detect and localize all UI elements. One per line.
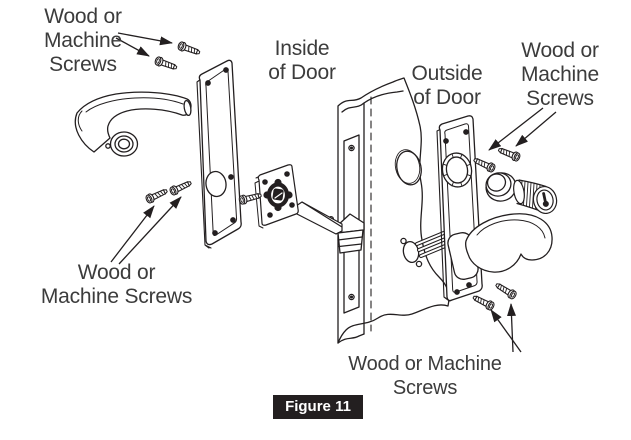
screw [144, 186, 170, 205]
screw [496, 145, 522, 163]
screw-hole [290, 203, 294, 207]
screw-post [464, 130, 468, 134]
catch-hole [106, 144, 110, 148]
rose-spindle-plate [255, 165, 298, 228]
label-line: Machine Screws [40, 285, 193, 308]
label-wood-or-machine-screws-bottom-right: Wood or Machine Screws [315, 352, 535, 400]
label-line: Screws [526, 87, 594, 110]
inside-lever [75, 92, 192, 156]
screw-hole [263, 180, 267, 184]
figure-caption-badge: Figure 11 [273, 395, 363, 419]
label-wood-or-machine-screws-bottom-left: Wood or Machine Screws [29, 261, 204, 309]
inside-escutcheon-plate [197, 60, 241, 248]
door-section [329, 78, 450, 343]
label-line: Machine [521, 63, 599, 86]
label-wood-or-machine-screws-top-left: Wood or Machine Screws [20, 5, 146, 77]
screw-hole [285, 172, 289, 176]
label-line: Wood or [44, 5, 122, 28]
keyway [542, 192, 549, 207]
label-line: Wood or [77, 261, 156, 284]
screw-post [231, 218, 235, 222]
screw-post [229, 175, 233, 179]
cylinder-boss [440, 151, 474, 190]
screw [153, 55, 179, 73]
label-line: Outside [411, 62, 483, 85]
screw-post [213, 231, 217, 235]
label-line: of Door [268, 61, 336, 84]
screw [470, 292, 496, 312]
label-line: Wood or Machine Screws [348, 353, 502, 399]
label-line: Wood or [521, 39, 599, 62]
outside-lever [446, 214, 552, 281]
screw [493, 280, 519, 301]
screw-post [455, 290, 459, 294]
latch-bolt [329, 214, 364, 253]
screw-post [467, 283, 471, 287]
cylinder-hole [394, 149, 425, 187]
lever-tip [183, 100, 192, 116]
lever-hole [204, 170, 227, 198]
door-bottom-front-edge [338, 334, 364, 343]
screw-post [444, 139, 448, 143]
label-outside-of-door: Outside of Door [395, 62, 499, 110]
mount-hole-upper [401, 238, 406, 243]
spindle-hub [264, 180, 292, 211]
screw-hole [268, 213, 272, 217]
screw-post [224, 68, 228, 72]
label-inside-of-door: Inside of Door [250, 37, 354, 85]
label-line: Inside [274, 37, 330, 60]
screw [237, 190, 263, 206]
screw-post [206, 81, 210, 85]
callout-arrows [111, 33, 556, 352]
mortise-cylinder [512, 180, 559, 216]
spindle [295, 202, 342, 234]
label-wood-or-machine-screws-top-right: Wood or Machine Screws [504, 39, 616, 111]
label-line: of Door [413, 86, 481, 109]
screw [176, 40, 202, 58]
mount-hole-lower [416, 261, 421, 266]
label-line: Screws [49, 53, 117, 76]
screw [168, 178, 194, 197]
label-line: Machine [44, 29, 122, 52]
